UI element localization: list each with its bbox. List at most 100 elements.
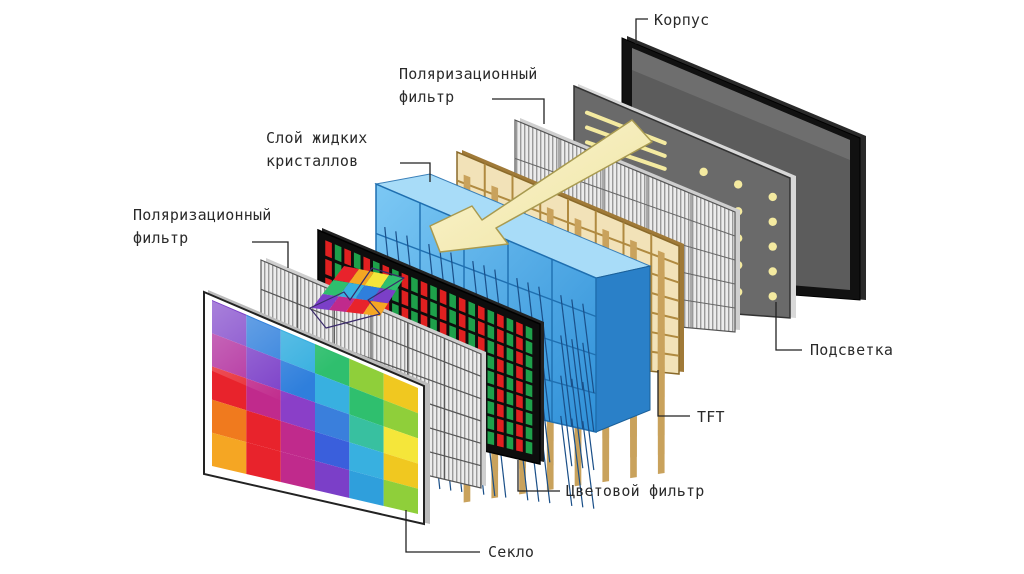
color-filter-subpixel (411, 276, 418, 294)
color-filter-subpixel (449, 309, 456, 325)
backlight-led (768, 267, 777, 276)
leader-liquid-crystal (400, 162, 431, 182)
label-liquid-crystal: Слой жидких кристаллов (266, 127, 368, 173)
color-filter-subpixel (458, 297, 466, 313)
color-filter-subpixel (487, 400, 495, 416)
color-filter-subpixel (506, 317, 514, 333)
color-filter-subpixel (497, 403, 504, 418)
color-filter-subpixel (420, 297, 428, 314)
label-tft: TFT (697, 406, 725, 429)
color-filter-subpixel (487, 355, 495, 370)
label-housing: Корпус (654, 9, 709, 32)
color-filter-subpixel (525, 426, 533, 441)
glass-color-cell (212, 399, 247, 443)
glass-color-cell (383, 479, 418, 514)
label-backlight: Подсветка (810, 339, 893, 362)
color-filter-subpixel (487, 431, 495, 446)
color-filter-subpixel (430, 301, 437, 318)
color-filter-subpixel (525, 368, 533, 384)
tft-trace (657, 366, 665, 475)
label-backlight-text: Подсветка (810, 341, 894, 359)
color-filter-subpixel (516, 380, 523, 395)
color-filter-subpixel (487, 309, 495, 325)
color-filter-subpixel (449, 325, 456, 341)
glass-color-cell (315, 460, 350, 498)
label-glass: Секло (488, 541, 534, 564)
backlight-led (699, 167, 708, 177)
backlight-led (768, 292, 777, 301)
color-filter-subpixel (401, 289, 409, 307)
color-filter-subpixel (439, 305, 447, 322)
glass-color-cell (383, 452, 418, 489)
color-filter-subpixel (516, 350, 523, 366)
color-filter-subpixel (525, 340, 533, 355)
color-filter-subpixel (477, 336, 485, 352)
glass-color-cell (349, 470, 384, 506)
glass-color-cell (349, 442, 384, 480)
color-filter-subpixel (516, 438, 523, 453)
leader-lines (252, 18, 802, 553)
color-filter-subpixel (516, 321, 523, 337)
color-filter-subpixel (525, 412, 533, 426)
color-filter-subpixel (506, 436, 514, 450)
leader-color-filter (517, 460, 560, 492)
color-filter-subpixel (497, 388, 504, 403)
color-filter-subpixel (487, 339, 495, 355)
glass-color-cell (280, 420, 315, 461)
color-filter-subpixel (506, 421, 514, 436)
color-filter-subpixel (363, 256, 371, 274)
color-filter-subpixel (516, 336, 523, 351)
backlight-led (733, 180, 743, 189)
color-filter-subpixel (506, 347, 514, 362)
color-filter-subpixel (468, 301, 476, 317)
leader-polarizer-front (252, 241, 289, 268)
color-filter-subpixel (449, 293, 456, 309)
color-filter-subpixel (516, 423, 523, 438)
color-filter-subpixel (487, 324, 495, 340)
label-liquid-crystal-line2: кристаллов (266, 152, 359, 170)
color-filter-subpixel (525, 397, 533, 412)
color-filter-subpixel (458, 313, 466, 329)
label-color-filter-text: Цветовой фильтр (566, 482, 705, 500)
color-filter-subpixel (497, 433, 504, 448)
color-filter-subpixel (525, 325, 533, 341)
color-filter-subpixel (497, 418, 504, 433)
label-polarizer-front: Поляризационный фильтр (133, 204, 271, 250)
color-filter-subpixel (325, 258, 332, 277)
color-filter-subpixel (353, 252, 361, 270)
leader-polarizer-rear (492, 98, 545, 124)
color-filter-subpixel (506, 406, 514, 421)
color-filter-subpixel (458, 328, 466, 345)
color-filter-subpixel (468, 332, 476, 348)
color-filter-subpixel (430, 285, 437, 302)
label-liquid-crystal-line1: Слой жидких (266, 129, 368, 147)
glass-color-cell (246, 410, 281, 452)
label-tft-text: TFT (697, 408, 725, 426)
light-path-arrow (429, 119, 653, 253)
label-polarizer-rear: Поляризационный фильтр (399, 63, 537, 109)
color-filter-subpixel (506, 362, 514, 377)
color-filter-subpixel (477, 305, 485, 321)
color-filter-subpixel (516, 365, 523, 380)
label-polarizer-front-line1: Поляризационный (133, 206, 272, 224)
glass-color-cell (315, 431, 350, 471)
label-polarizer-rear-line1: Поляризационный (399, 65, 538, 83)
label-polarizer-front-line2: фильтр (133, 229, 189, 247)
color-filter-subpixel (487, 370, 495, 385)
color-filter-subpixel (497, 328, 504, 344)
leader-backlight (775, 302, 802, 351)
label-polarizer-rear-line2: фильтр (399, 88, 455, 106)
color-filter-subpixel (477, 320, 485, 336)
glass-color-cell (280, 451, 315, 490)
color-filter-subpixel (497, 358, 504, 374)
color-filter-subpixel (525, 440, 533, 455)
color-filter-subpixel (411, 293, 418, 311)
color-filter-subpixel (401, 272, 409, 290)
color-filter-subpixel (344, 248, 351, 267)
color-filter-subpixel (487, 415, 495, 431)
color-filter-subpixel (525, 383, 533, 398)
backlight-led (768, 192, 777, 202)
color-filter-subpixel (439, 289, 447, 306)
